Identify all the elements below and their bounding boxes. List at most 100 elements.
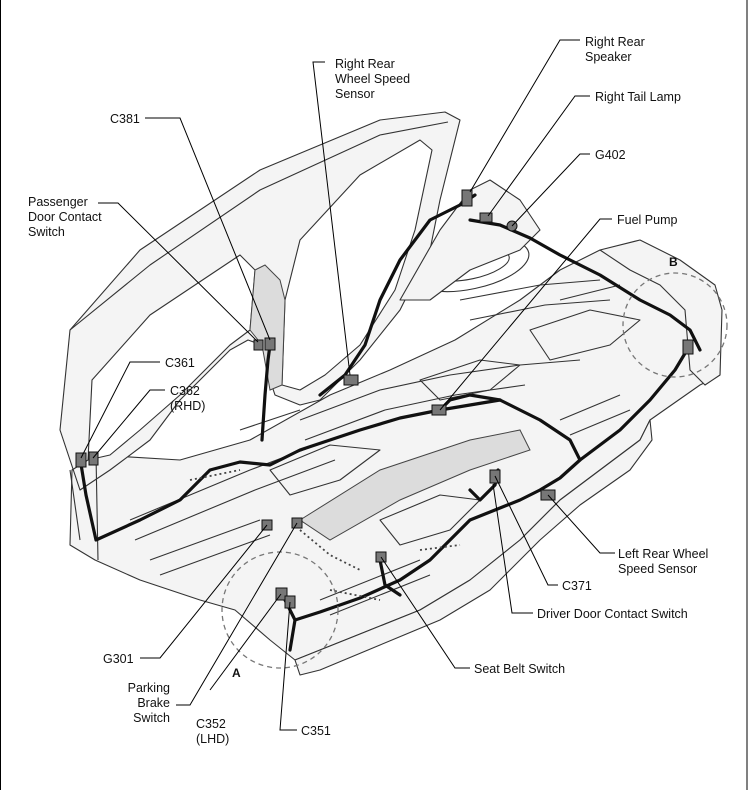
label-parking-brake-switch-line-1: Parking xyxy=(128,681,170,695)
label-parking-brake-switch-line-2: Brake xyxy=(137,696,170,710)
label-c381-line-1: C381 xyxy=(110,112,140,126)
label-c371: C371 xyxy=(562,579,592,593)
roof-rail xyxy=(69,121,449,331)
label-left-rear-wheel-speed-sensor-line-1: Left Rear Wheel xyxy=(618,547,708,561)
vehicle-body xyxy=(59,111,723,676)
label-c362-line-2: (RHD) xyxy=(170,399,205,413)
label-c351: C351 xyxy=(301,724,331,738)
connector-rr-speaker xyxy=(461,189,473,207)
connector-fuel-pump xyxy=(431,404,447,416)
leader-right-tail-lamp xyxy=(487,95,590,217)
label-c361-line-1: C361 xyxy=(165,356,195,370)
harness-left-rear xyxy=(578,343,692,462)
label-a-line-1: A xyxy=(232,666,241,680)
label-right-tail-lamp-line-1: Right Tail Lamp xyxy=(595,90,681,104)
label-a: A xyxy=(232,666,241,680)
label-passenger-door-contact-switch-line-3: Switch xyxy=(28,225,65,239)
floor-panel-front-left xyxy=(379,494,481,546)
leader-c351 xyxy=(279,601,297,731)
detail-circle-b xyxy=(622,272,728,378)
connector-c352 xyxy=(275,587,288,601)
label-c362: C362(RHD) xyxy=(170,384,205,413)
harness-seat-belt xyxy=(378,558,402,597)
floor-pan xyxy=(69,249,721,661)
leader-right-rear-wheel-speed xyxy=(312,61,351,376)
label-c362-line-1: C362 xyxy=(170,384,200,398)
leader-g301 xyxy=(140,524,268,659)
left-rocker-sill xyxy=(294,419,653,676)
label-right-rear-speaker-line-1: Right Rear xyxy=(585,35,645,49)
floor-panel-front-right xyxy=(269,444,381,496)
label-c352: C352(LHD) xyxy=(196,717,229,746)
connector-c361 xyxy=(75,452,87,468)
connector-tail-lamp xyxy=(479,212,493,223)
label-right-rear-speaker-line-2: Speaker xyxy=(585,50,632,64)
leader-passenger-door xyxy=(98,202,259,343)
wiring-harness xyxy=(78,193,702,652)
leader-seat-belt xyxy=(380,556,470,669)
label-driver-door-contact-switch-line-1: Driver Door Contact Switch xyxy=(537,607,688,621)
connector-rr-wheel-speed xyxy=(343,374,359,386)
harness-loom-dots xyxy=(189,469,461,601)
label-driver-door-contact-switch: Driver Door Contact Switch xyxy=(537,607,688,621)
connector-c381 xyxy=(264,337,276,351)
label-left-rear-wheel-speed-sensor-line-2: Speed Sensor xyxy=(618,562,697,576)
leader-fuel-pump xyxy=(439,218,612,411)
rear-door-opening xyxy=(281,139,433,391)
floor-ribs xyxy=(149,284,631,616)
connector-b-lamp xyxy=(682,339,694,355)
cross-member-rear xyxy=(459,279,611,321)
label-c351-line-1: C351 xyxy=(301,724,331,738)
label-g402: G402 xyxy=(595,148,626,162)
leader-right-rear-speaker xyxy=(469,39,580,193)
connector-passenger-door xyxy=(253,339,264,351)
b-pillar xyxy=(249,264,286,391)
harness-left-main xyxy=(293,398,582,622)
label-c352-line-1: C352 xyxy=(196,717,226,731)
leader-c371 xyxy=(494,475,558,586)
connector-c362 xyxy=(88,451,99,466)
label-g301-line-1: G301 xyxy=(103,652,134,666)
label-c371-line-1: C371 xyxy=(562,579,592,593)
floor-panel-rear-right xyxy=(419,359,521,401)
label-seat-belt-switch: Seat Belt Switch xyxy=(474,662,565,676)
harness-right-rear xyxy=(318,193,477,397)
label-b: B xyxy=(669,255,678,269)
label-fuel-pump: Fuel Pump xyxy=(617,213,677,227)
label-fuel-pump-line-1: Fuel Pump xyxy=(617,213,677,227)
harness-right-main xyxy=(78,398,502,542)
center-tunnel xyxy=(299,429,531,541)
label-b-line-1: B xyxy=(669,255,678,269)
label-g301: G301 xyxy=(103,652,134,666)
label-passenger-door-contact-switch-line-1: Passenger xyxy=(28,195,88,209)
label-parking-brake-switch-line-3: Switch xyxy=(133,711,170,725)
leader-c352 xyxy=(209,593,282,691)
label-c352-line-2: (LHD) xyxy=(196,732,229,746)
label-seat-belt-switch-line-1: Seat Belt Switch xyxy=(474,662,565,676)
leader-driver-door xyxy=(492,483,533,614)
label-c361: C361 xyxy=(165,356,195,370)
label-right-rear-wheel-speed-sensor-line-1: Right Rear xyxy=(335,57,395,71)
floor-panel-rear-left xyxy=(529,309,641,361)
leader-left-rear-wheel-speed xyxy=(547,494,615,554)
harness-b-pillar xyxy=(260,343,272,442)
leader-c362 xyxy=(92,389,165,459)
leader-g402 xyxy=(511,153,590,227)
leader-parking-brake xyxy=(176,522,298,706)
leader-c361 xyxy=(80,361,160,459)
leader-lines xyxy=(80,39,615,731)
label-passenger-door-contact-switch-line-2: Door Contact xyxy=(28,210,102,224)
label-right-rear-wheel-speed-sensor-line-3: Sensor xyxy=(335,87,375,101)
rear-quarter-panel xyxy=(399,179,541,301)
label-right-tail-lamp: Right Tail Lamp xyxy=(595,90,681,104)
label-g402-line-1: G402 xyxy=(595,148,626,162)
label-right-rear-wheel-speed-sensor-line-2: Wheel Speed xyxy=(335,72,410,86)
